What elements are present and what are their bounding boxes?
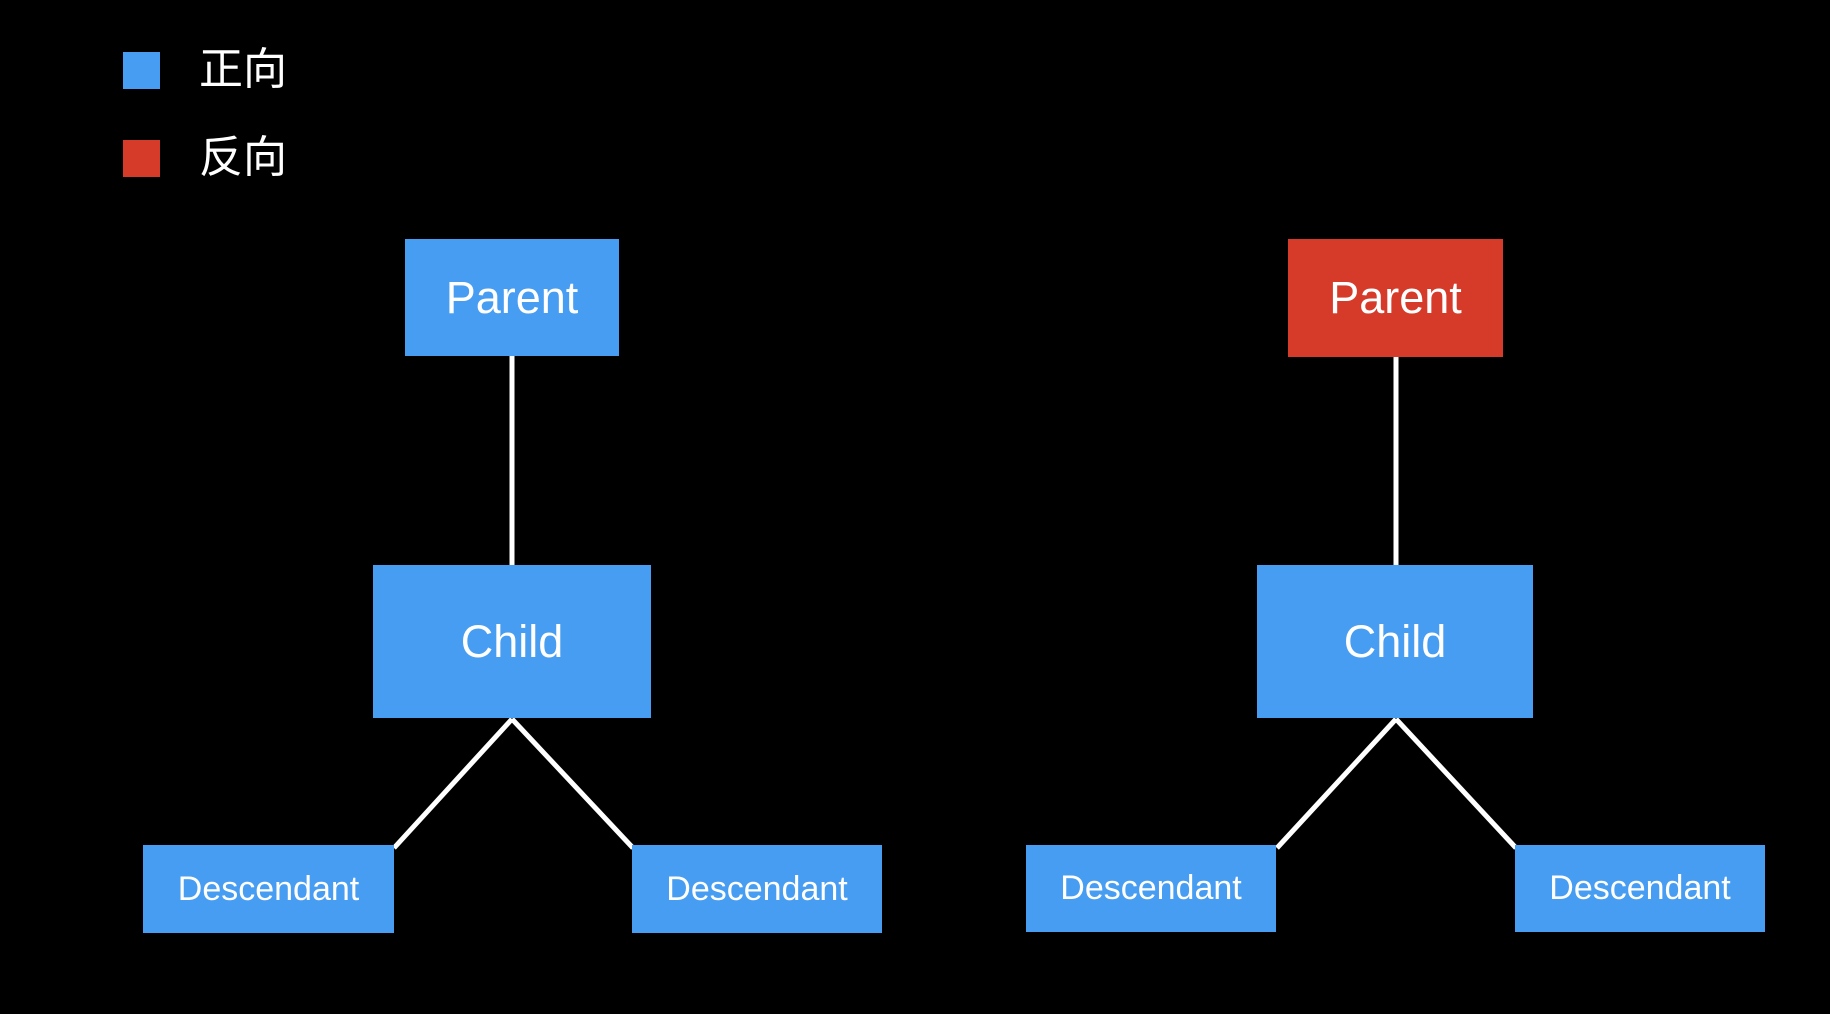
- legend-item-reverse: 反向: [123, 133, 287, 182]
- legend-label-forward: 正向: [199, 45, 287, 94]
- reverse-child-descendant-right-edge: [1394, 717, 1518, 850]
- forward-tree-child-node: Child: [373, 565, 651, 718]
- forward-tree-parent-node: Parent: [405, 239, 619, 356]
- forward-color-swatch: [123, 51, 160, 89]
- legend-item-forward: 正向: [123, 45, 287, 94]
- reverse-tree-descendant-left-node: Descendant: [1026, 845, 1276, 932]
- forward-child-descendant-left-edge: [392, 717, 514, 850]
- reverse-tree-descendant-right-node: Descendant: [1515, 845, 1765, 932]
- reverse-child-descendant-left-edge: [1275, 717, 1398, 850]
- forward-tree-descendant-left-node: Descendant: [143, 845, 394, 933]
- reverse-tree-parent-node: Parent: [1288, 239, 1503, 357]
- legend-label-reverse: 反向: [199, 133, 287, 182]
- reverse-color-swatch: [123, 139, 160, 177]
- forward-child-descendant-right-edge: [510, 717, 635, 850]
- forward-tree-descendant-right-node: Descendant: [632, 845, 882, 933]
- reverse-tree-child-node: Child: [1257, 565, 1533, 718]
